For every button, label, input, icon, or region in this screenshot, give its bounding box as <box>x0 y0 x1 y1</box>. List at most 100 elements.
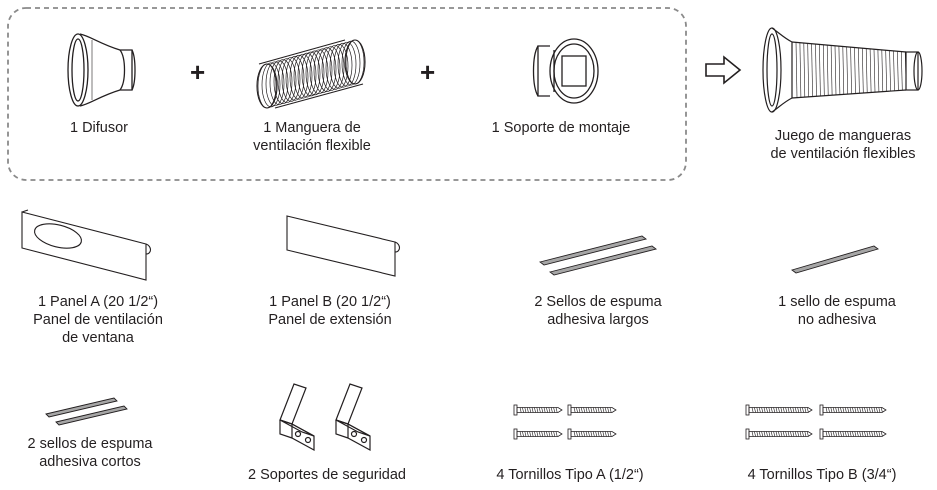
screw-thread <box>868 407 871 413</box>
screw-thread <box>588 407 590 413</box>
non-adhesive-foam-seal-illustration <box>791 245 879 274</box>
screw-thread <box>868 431 871 437</box>
screw-head <box>513 428 518 440</box>
screw-thread <box>787 407 790 413</box>
screw-thread <box>787 431 790 437</box>
hose-rib <box>305 50 325 96</box>
screw-thread <box>840 407 842 413</box>
screw-thread <box>866 407 869 413</box>
screw-thread <box>583 431 586 437</box>
screw-thread <box>573 407 576 413</box>
screw-thread <box>580 431 583 437</box>
screw-thread <box>806 431 809 437</box>
hose-rib <box>897 51 899 91</box>
hose-rib <box>873 49 876 93</box>
screw-thread <box>878 407 881 413</box>
screw-head <box>745 404 750 416</box>
screw-thread <box>849 431 852 437</box>
screw-thread <box>859 407 862 413</box>
screw-thread <box>842 431 845 437</box>
hose-rib <box>285 56 305 101</box>
screw-thread <box>529 407 532 413</box>
screw-thread <box>837 431 840 437</box>
screw-thread <box>775 431 778 437</box>
screw-thread <box>766 407 768 413</box>
screw-thread <box>604 407 607 413</box>
hose-rib <box>854 47 856 94</box>
screw-thread <box>844 407 847 413</box>
hose-rib <box>858 47 860 94</box>
hose-rib <box>869 48 872 93</box>
short-foam-seals-label: 2 sellos de espuma adhesiva cortos <box>27 436 153 470</box>
non-adhesive-foam-label: 1 sello de espuma no adhesiva <box>778 294 896 328</box>
screw-thread <box>828 431 830 437</box>
hose-rib <box>865 48 868 93</box>
screw-thread <box>602 407 605 413</box>
plus-sign-1: + <box>190 57 206 87</box>
hose-rib <box>345 39 365 85</box>
hose-rib <box>885 50 887 92</box>
screw-thread <box>766 431 768 437</box>
screw-thread <box>543 431 546 437</box>
screw-thread <box>597 431 600 437</box>
hose-rib <box>799 42 802 98</box>
hose-rib <box>893 50 895 91</box>
screw-thread <box>864 431 866 437</box>
screw-thread <box>592 431 595 437</box>
screw-thread <box>578 431 581 437</box>
screw-thread <box>604 431 607 437</box>
hose-rib <box>337 41 357 87</box>
screw-thread <box>825 431 828 437</box>
panel-a-label: 1 Panel A (20 1/2“) Panel de ventilación… <box>33 294 163 346</box>
hose-rib <box>877 49 880 92</box>
screw-thread <box>536 407 539 413</box>
screw-thread <box>555 407 558 413</box>
bracket-label: 1 Soporte de montaje <box>491 120 631 136</box>
screw-thread <box>588 431 590 437</box>
screw-thread <box>756 431 759 437</box>
screw-thread <box>852 431 854 437</box>
screw-thread <box>590 431 593 437</box>
screw-thread <box>609 407 612 413</box>
screw-thread <box>844 431 847 437</box>
hose-rib <box>901 51 903 91</box>
screw-thread <box>522 431 524 437</box>
screw-thread <box>849 407 852 413</box>
screw-thread <box>778 431 780 437</box>
screw-thread <box>773 431 776 437</box>
hose-rib <box>803 43 806 98</box>
screw-thread <box>835 407 838 413</box>
screw-thread <box>597 407 600 413</box>
screw-thread <box>609 431 612 437</box>
screw-thread <box>871 407 874 413</box>
hose-rib <box>329 44 349 89</box>
flexible-hose-illustration <box>256 39 366 109</box>
screw-thread <box>856 407 859 413</box>
screw-thread <box>534 407 536 413</box>
screw-thread <box>880 407 883 413</box>
screw-thread <box>847 431 850 437</box>
type-b-screws-label: 4 Tornillos Tipo B (3/4“) <box>747 467 897 483</box>
screw-thread <box>756 407 759 413</box>
hose-rib <box>819 44 821 97</box>
hose-rib <box>313 48 333 94</box>
hose-rib <box>889 50 891 92</box>
hose-rib <box>293 53 313 99</box>
screw-thread <box>797 407 800 413</box>
screw-shank <box>748 407 813 413</box>
screw-thread <box>595 407 598 413</box>
screw-thread <box>768 431 771 437</box>
screw-shank <box>516 431 563 437</box>
screw-thread <box>854 431 857 437</box>
screw-thread <box>585 407 588 413</box>
screw-thread <box>770 431 773 437</box>
screw-thread <box>873 407 876 413</box>
hose-rib <box>325 45 345 90</box>
screw-thread <box>878 431 881 437</box>
screw-thread <box>763 431 766 437</box>
screw-thread <box>825 407 828 413</box>
screw-thread <box>761 431 764 437</box>
screw-thread <box>785 407 788 413</box>
safety-brackets-label: 2 Soportes de seguridad <box>248 467 406 483</box>
hose-rib <box>257 63 277 109</box>
